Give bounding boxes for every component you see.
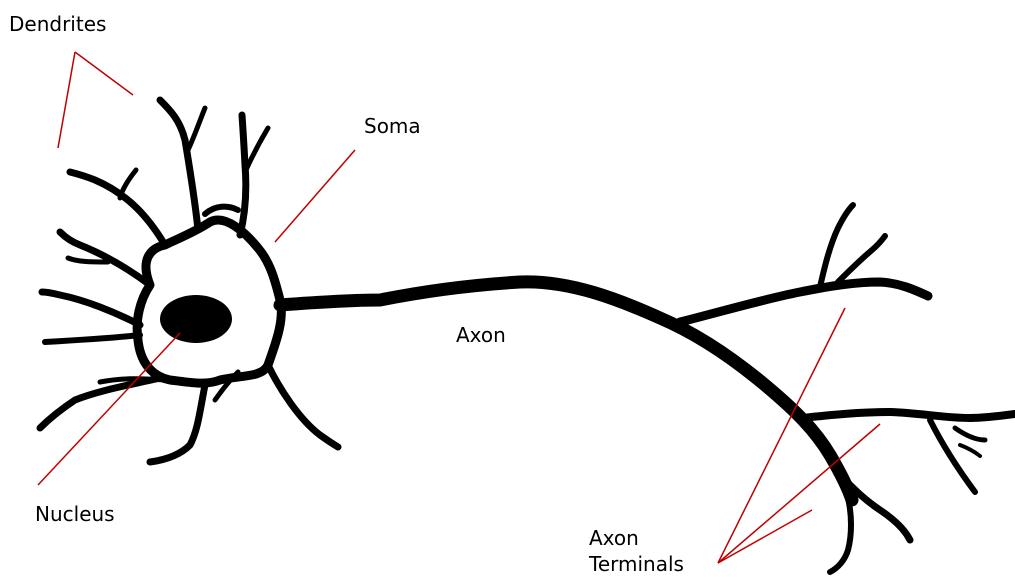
label-soma: Soma	[364, 114, 421, 138]
axon-terminals	[680, 205, 1015, 572]
axon-terminals-leader-a	[718, 308, 845, 563]
dendrites-leader-a	[75, 52, 133, 95]
axon-terminals-leader-c	[718, 510, 812, 563]
label-dendrites: Dendrites	[9, 12, 106, 36]
label-nucleus: Nucleus	[35, 502, 115, 526]
dendrites-leader-b	[58, 52, 75, 148]
label-axon-terminals-line1: Axon	[589, 526, 639, 550]
label-axon: Axon	[456, 323, 506, 347]
label-axon-terminals-line2: Terminals	[589, 552, 684, 576]
soma-leader	[275, 150, 355, 242]
nucleus-shape	[160, 295, 232, 343]
